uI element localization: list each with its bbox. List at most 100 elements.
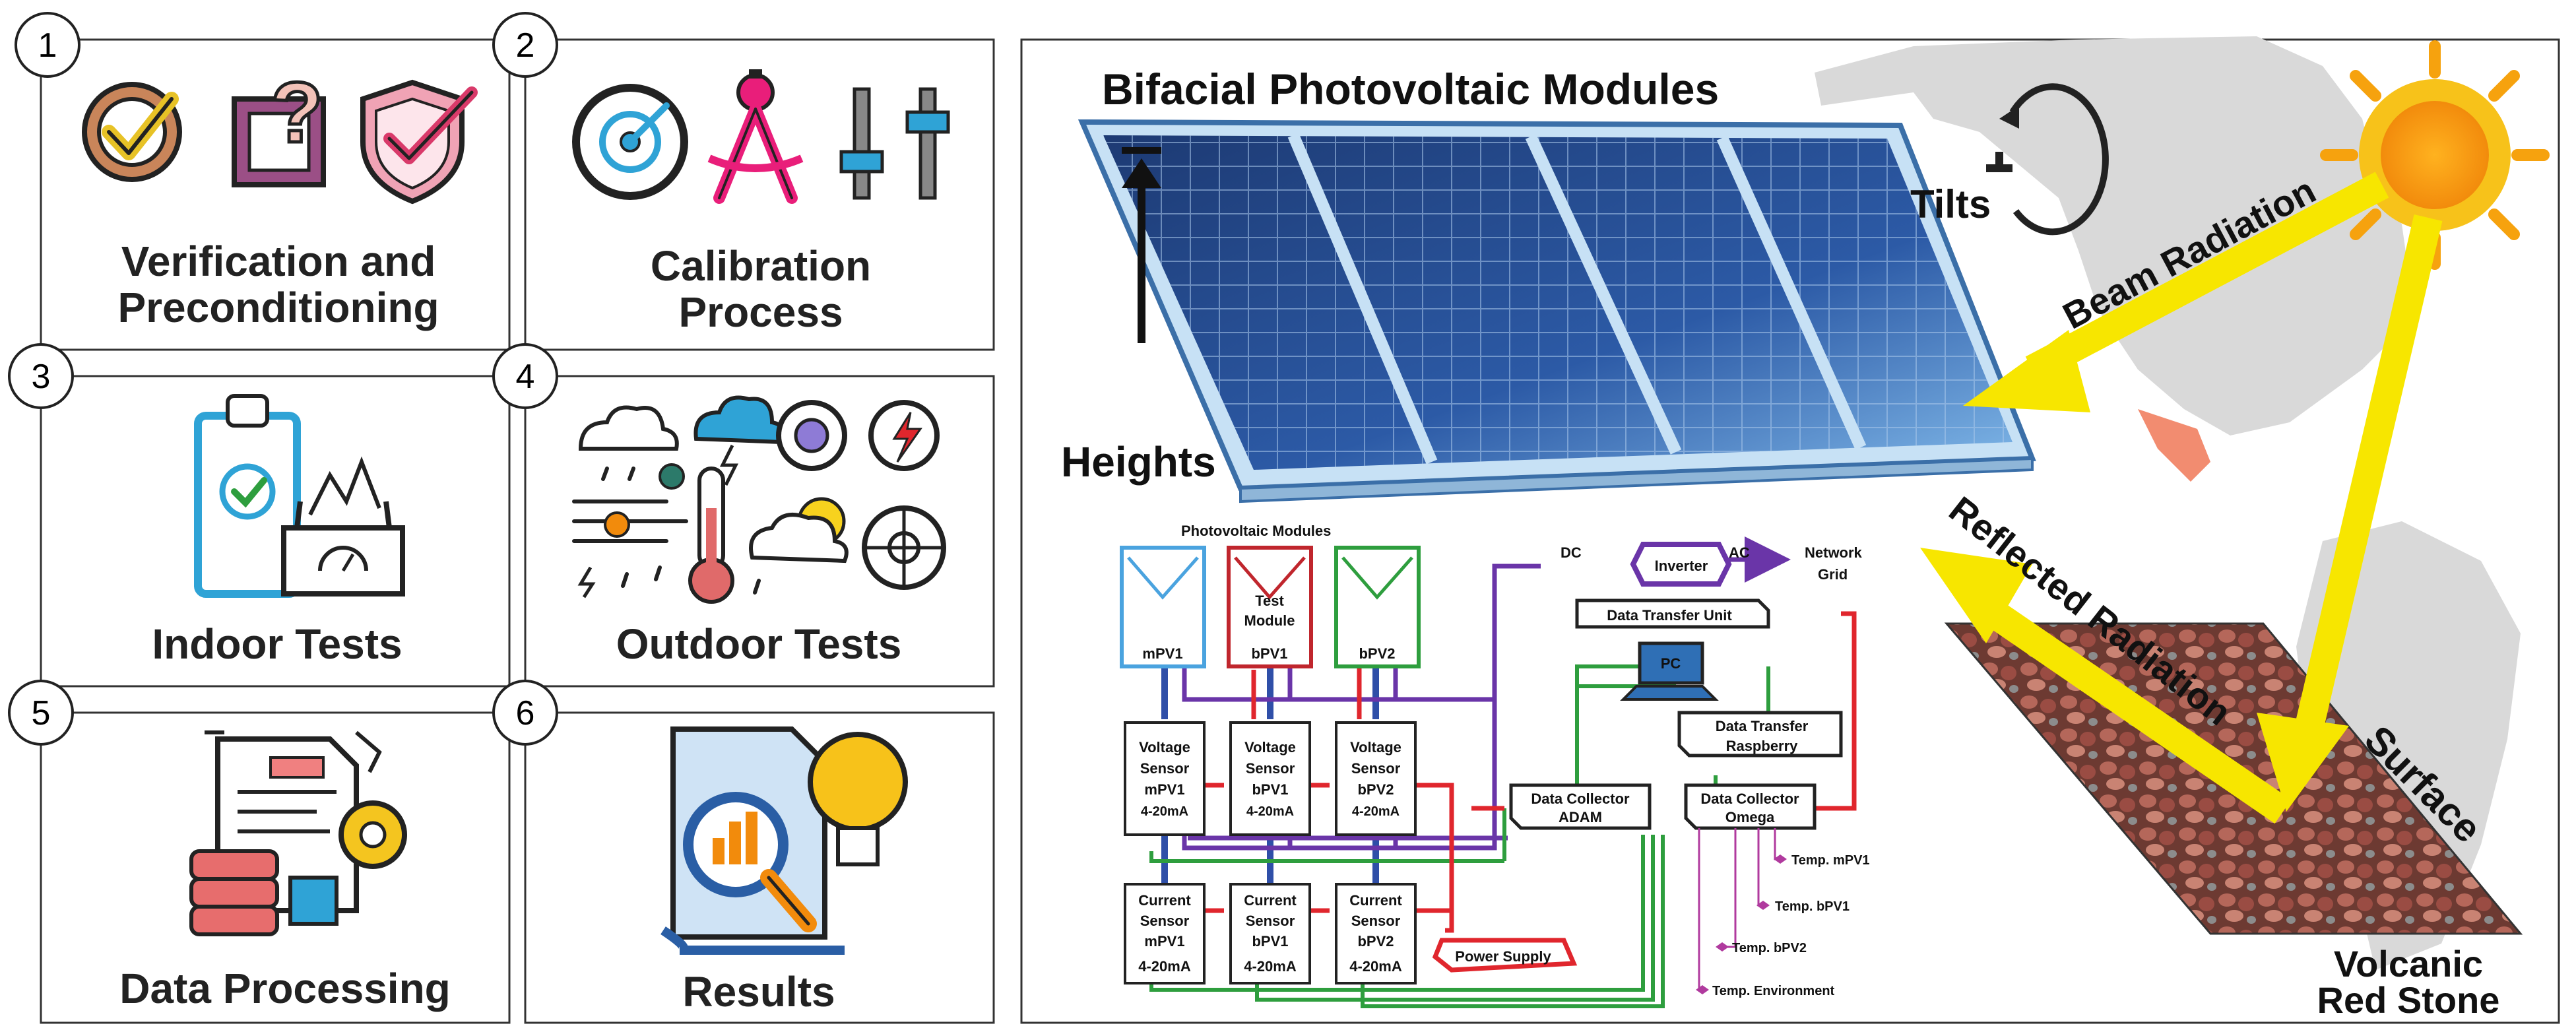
step-6-title: Results: [682, 968, 835, 1016]
svg-text:3: 3: [32, 358, 51, 396]
slider-controls-icon: [839, 87, 950, 200]
heights-label: Heights: [1061, 438, 1216, 486]
pc-monitor-icon: PC: [1620, 641, 1719, 701]
data-transfer-unit-box: Data Transfer Unit: [1575, 598, 1770, 629]
mexico-region: [2138, 409, 2210, 482]
svg-text:Inverter: Inverter: [1655, 558, 1708, 574]
svg-text:4-20mA: 4-20mA: [1141, 804, 1188, 819]
svg-text:4-20mA: 4-20mA: [1246, 804, 1294, 819]
step-panels: 1 2 3 4 5 6: [8, 12, 995, 1024]
svg-text:Current: Current: [1349, 892, 1402, 909]
target-icon: [862, 505, 946, 590]
ac-label: AC: [1729, 544, 1750, 561]
dc-label: DC: [1561, 544, 1582, 561]
current-sensor-bpv2: Current Sensor bPV2 4-20mA: [1335, 883, 1417, 984]
svg-text:Sensor: Sensor: [1351, 913, 1401, 929]
svg-text:?: ?: [271, 64, 323, 160]
svg-text:Omega: Omega: [1725, 809, 1775, 825]
svg-text:2: 2: [516, 26, 535, 65]
results-report-icon: [660, 726, 908, 955]
network-grid-line2: Grid: [1818, 566, 1848, 583]
svg-text:Sensor: Sensor: [1140, 913, 1190, 929]
pv-modules-schematic-title: Photovoltaic Modules: [1181, 523, 1331, 539]
temp-environment-label: Temp. Environment: [1712, 984, 1835, 998]
tilts-label: Tilts: [1910, 182, 1991, 226]
step-1-title-line2: Preconditioning: [117, 284, 439, 331]
svg-text:mPV1: mPV1: [1144, 781, 1184, 798]
svg-text:bPV2: bPV2: [1359, 645, 1395, 662]
wind-lines-icon: [572, 463, 688, 543]
step-6-number-badge: 6: [492, 680, 558, 746]
inverter-box: Inverter: [1630, 542, 1732, 587]
svg-text:bPV1: bPV1: [1251, 645, 1287, 662]
step-5-title: Data Processing: [119, 965, 451, 1012]
svg-text:4-20mA: 4-20mA: [1349, 958, 1402, 975]
svg-text:4-20mA: 4-20mA: [1244, 958, 1297, 975]
svg-text:Sensor: Sensor: [1246, 760, 1295, 777]
thermometer-icon: [688, 467, 734, 604]
voltage-sensor-bpv2: Voltage Sensor bPV2 4-20mA: [1335, 721, 1417, 836]
partly-cloudy-icon: [749, 497, 849, 564]
data-transfer-raspberry-box: Data Transfer Raspberry: [1677, 711, 1843, 758]
voltage-sensor-mpv1: Voltage Sensor mPV1 4-20mA: [1124, 721, 1206, 836]
pv-module-bpv2: bPV2: [1334, 546, 1421, 668]
svg-text:Module: Module: [1244, 612, 1295, 629]
tilt-rotation-icon: [1986, 83, 2109, 236]
network-grid-line1: Network: [1805, 544, 1863, 561]
step-3-title: Indoor Tests: [152, 620, 402, 668]
temp-mpv1-label: Temp. mPV1: [1791, 853, 1870, 868]
cloud-icon: [578, 405, 679, 451]
svg-text:6: 6: [516, 694, 535, 732]
stone-label-line2: Red Stone: [2317, 979, 2500, 1021]
shield-check-icon: [360, 79, 478, 205]
checkmark-circle-icon: [82, 82, 182, 182]
current-sensor-mpv1: Current Sensor mPV1 4-20mA: [1124, 883, 1206, 984]
step-2-title-line1: Calibration: [651, 242, 871, 290]
svg-text:mPV1: mPV1: [1144, 933, 1184, 950]
sun-icon: [2320, 40, 2550, 270]
svg-text:4-20mA: 4-20mA: [1138, 958, 1191, 975]
pv-module-bpv1: Test Module bPV1: [1227, 546, 1313, 668]
compass-drafting-icon: [707, 69, 804, 204]
svg-text:4-20mA: 4-20mA: [1352, 804, 1400, 819]
svg-text:Current: Current: [1138, 892, 1191, 909]
svg-text:ADAM: ADAM: [1559, 809, 1602, 825]
step-5-number-badge: 5: [8, 680, 74, 746]
pv-modules-title: Bifacial Photovoltaic Modules: [1102, 65, 1719, 113]
beam-radiation-arrows: [1920, 172, 2443, 824]
current-sensor-bpv1: Current Sensor bPV1 4-20mA: [1229, 883, 1311, 984]
svg-text:PC: PC: [1661, 655, 1681, 672]
step-2-title-line2: Process: [678, 288, 843, 336]
step-4-title: Outdoor Tests: [616, 620, 902, 668]
voltage-sensor-bpv1: Voltage Sensor bPV1 4-20mA: [1229, 721, 1311, 836]
svg-text:bPV2: bPV2: [1357, 933, 1394, 950]
svg-text:Data Transfer Unit: Data Transfer Unit: [1607, 607, 1732, 624]
temperature-probe-markers: [1696, 855, 1787, 994]
rain-drops-icon: [577, 467, 761, 598]
bifacial-pv-module-illustration: [1078, 119, 2036, 503]
svg-text:Raspberry: Raspberry: [1726, 738, 1799, 754]
svg-text:bPV1: bPV1: [1252, 933, 1288, 950]
svg-text:Data Collector: Data Collector: [1700, 790, 1799, 807]
wiring-schematic: Photovoltaic Modules mPV1 Test Module bP…: [1120, 523, 1870, 1008]
svg-text:Data Transfer: Data Transfer: [1716, 718, 1809, 734]
temp-bpv1-label: Temp. bPV1: [1775, 899, 1850, 914]
heights-arrow: [1122, 147, 1161, 343]
step-4-number-badge: 4: [492, 343, 558, 409]
svg-text:Current: Current: [1244, 892, 1297, 909]
svg-text:1: 1: [38, 26, 57, 65]
svg-text:Voltage: Voltage: [1244, 739, 1296, 756]
power-supply-box: Power Supply: [1432, 938, 1578, 973]
question-box-icon: ?: [232, 63, 326, 187]
svg-text:mPV1: mPV1: [1142, 645, 1182, 662]
svg-text:Sensor: Sensor: [1140, 760, 1190, 777]
svg-text:Sensor: Sensor: [1351, 760, 1401, 777]
svg-text:Test: Test: [1255, 593, 1284, 609]
wires-red: [1202, 611, 1857, 933]
lightning-badge-icon: [868, 400, 940, 471]
stone-label-line1: Volcanic: [2334, 943, 2483, 984]
pv-module-mpv1: mPV1: [1120, 546, 1206, 668]
temp-bpv2-label: Temp. bPV2: [1732, 941, 1807, 955]
svg-text:Power Supply: Power Supply: [1455, 948, 1551, 965]
step-2-number-badge: 2: [492, 12, 558, 78]
